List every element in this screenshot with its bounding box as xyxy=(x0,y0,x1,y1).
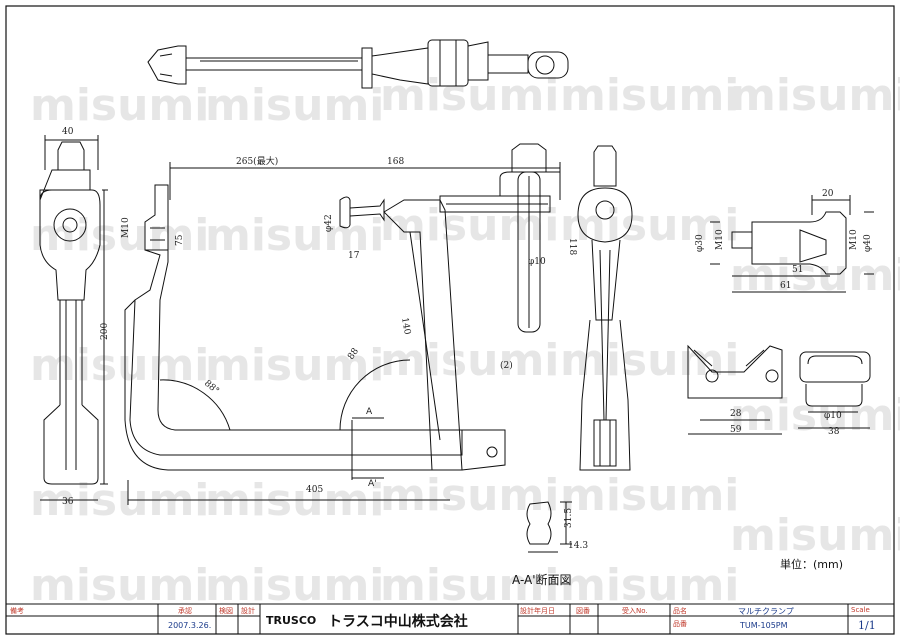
right-side-view xyxy=(577,145,633,471)
dimension-label: φ10 xyxy=(528,257,546,267)
name-label: 品名 xyxy=(673,606,687,615)
section-a-view xyxy=(526,501,572,553)
section-title: A-A'断面図 xyxy=(512,572,572,587)
model-label: 品番 xyxy=(673,620,687,628)
design-date-label: 設計年月日 xyxy=(520,606,555,615)
watermark: misumi xyxy=(30,340,209,391)
dimension-label: 20 xyxy=(822,189,834,199)
watermark: misumi xyxy=(30,210,209,261)
approval-label: 承認 xyxy=(178,606,192,615)
unit-label: 単位：(mm) xyxy=(780,557,843,571)
dimension-label: 405 xyxy=(306,485,323,495)
brand-logo: TRUSCO xyxy=(266,614,316,627)
remarks-label: 備考 xyxy=(10,606,24,615)
scale-value: 1/1 xyxy=(858,619,876,632)
cap-detail xyxy=(798,351,871,429)
product-name: マルチクランプ xyxy=(738,607,794,616)
dimension-label: 61 xyxy=(780,281,791,291)
dimension-label: φ30 xyxy=(695,234,705,252)
dimension-label: 168 xyxy=(387,157,404,167)
watermark: misumi xyxy=(205,210,384,261)
dimension-label: φ10 xyxy=(824,411,842,421)
dimension-label: 140 xyxy=(399,317,412,336)
main-clamp-view xyxy=(124,143,561,505)
watermark: misumi xyxy=(205,560,384,611)
dimension-label: 265(最大) xyxy=(236,155,278,167)
watermark: misumi xyxy=(380,200,559,251)
scale-label: Scale xyxy=(851,606,870,614)
company-name: トラスコ中山株式会社 xyxy=(328,613,468,630)
screw-tip-detail xyxy=(710,195,874,293)
watermark: misumi xyxy=(730,510,900,561)
watermark: misumi xyxy=(30,80,209,131)
left-side-view xyxy=(39,135,108,501)
dimension-label: 28 xyxy=(730,409,742,419)
dimension-label: (2) xyxy=(500,360,513,371)
dimension-label: 38 xyxy=(828,427,840,437)
watermark: misumi xyxy=(30,560,209,611)
dimension-label: 40 xyxy=(62,127,74,137)
dimension-label: 118 xyxy=(567,238,577,255)
watermark: misumi xyxy=(560,470,739,521)
dimension-label: M10 xyxy=(121,217,131,238)
watermark: misumi xyxy=(730,70,900,121)
drawing-frame xyxy=(5,5,895,635)
dimension-label: 17 xyxy=(348,251,360,261)
drawing-no-label: 図番 xyxy=(576,607,590,615)
dimension-label: φ42 xyxy=(324,214,334,232)
watermark: misumi xyxy=(560,335,739,386)
dimension-label: 31.5 xyxy=(564,508,574,528)
dimension-label: 14.3 xyxy=(568,541,588,551)
dimension-label: 51 xyxy=(792,265,803,275)
title-block xyxy=(6,603,894,634)
order-no-label: 受入No. xyxy=(622,606,648,615)
dimension-label: M10 xyxy=(715,229,725,250)
check-label: 検図 xyxy=(219,606,233,615)
section-marker: A' xyxy=(368,479,377,489)
section-marker: A xyxy=(366,407,373,417)
dimension-label: φ40 xyxy=(863,234,873,252)
dimension-label: 200 xyxy=(100,323,110,340)
approval-date: 2007.3.26. xyxy=(168,621,211,630)
dimension-label: 59 xyxy=(730,425,742,435)
watermark-layer: misumi misumi misumi misumi misumi misum… xyxy=(30,70,900,611)
watermark: misumi xyxy=(205,340,384,391)
watermark: misumi xyxy=(560,200,739,251)
watermark: misumi xyxy=(205,80,384,131)
design-label: 設計 xyxy=(241,606,255,615)
watermark: misumi xyxy=(380,560,559,611)
dimension-label: 36 xyxy=(62,497,74,507)
watermark: misumi xyxy=(560,560,739,611)
jaw-detail xyxy=(687,344,783,435)
watermark: misumi xyxy=(380,70,559,121)
dimension-label: M10 xyxy=(849,229,859,250)
watermark: misumi xyxy=(560,70,739,121)
top-view-screw xyxy=(147,39,569,89)
dimension-label: 75 xyxy=(175,234,185,246)
model-number: TUM-105PM xyxy=(739,621,788,630)
watermark: misumi xyxy=(380,470,559,521)
